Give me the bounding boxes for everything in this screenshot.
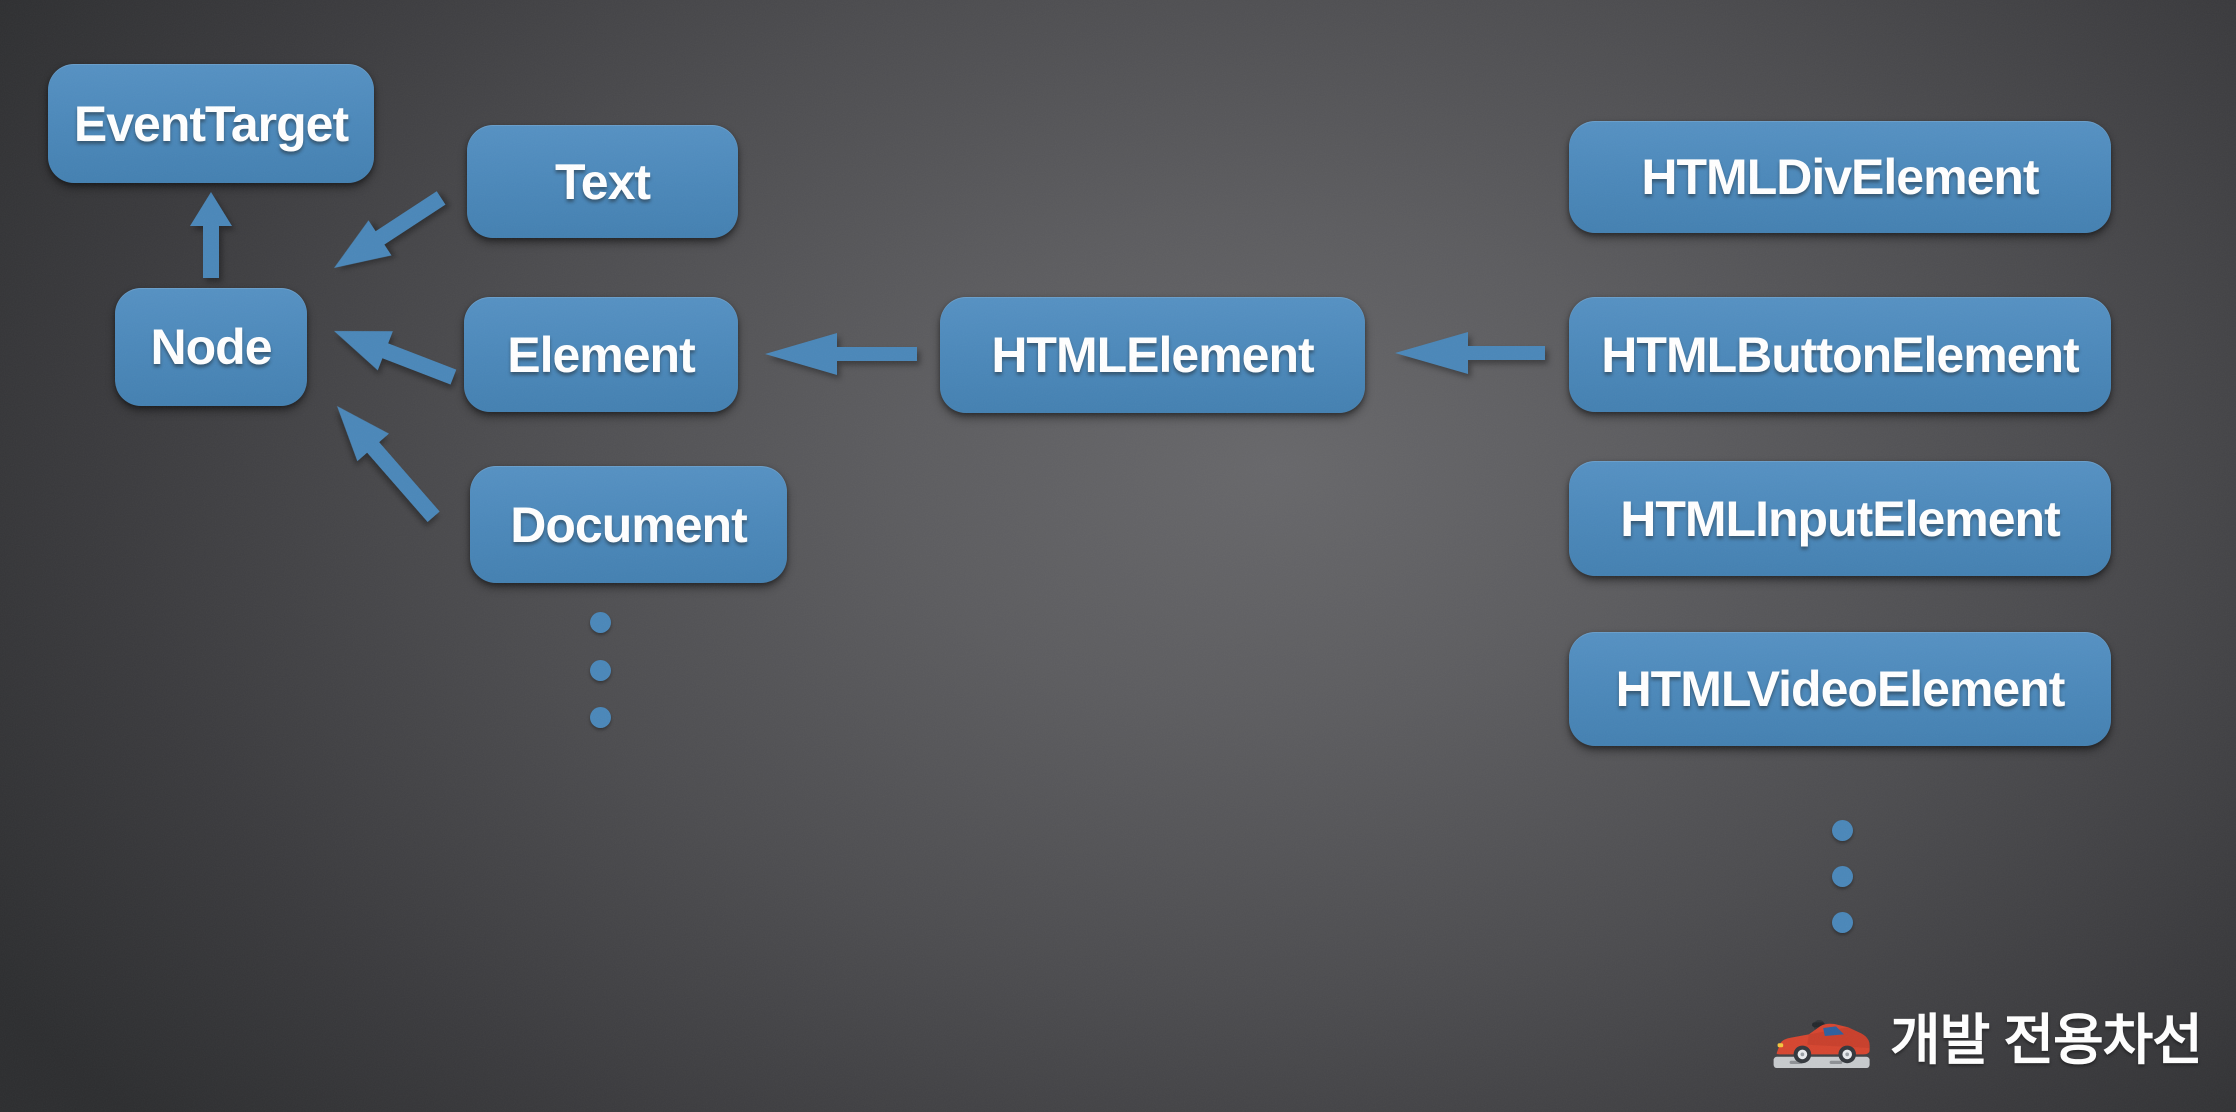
arrow-element-to-node <box>334 331 457 385</box>
class-box-text: Text <box>467 125 738 238</box>
arrow-htmlbuttonelement-to-htmlelement <box>1395 332 1545 374</box>
class-label-htmlinputelement: HTMLInputElement <box>1620 490 2061 547</box>
class-box-htmlbuttonelement: HTMLButtonElement <box>1569 297 2111 412</box>
class-box-document: Document <box>470 466 787 583</box>
class-label-text: Text <box>554 153 651 210</box>
ellipsis-dot <box>590 612 611 633</box>
ellipsis-dot <box>590 707 611 728</box>
class-label-htmlvideoelement: HTMLVideoElement <box>1615 661 2066 717</box>
class-box-eventtarget: EventTarget <box>48 64 374 183</box>
class-label-htmlelement: HTMLElement <box>991 327 1314 383</box>
class-box-htmlelement: HTMLElement <box>940 297 1365 413</box>
arrow-node-to-eventtarget <box>190 192 232 278</box>
arrow-htmlelement-to-element <box>765 333 917 375</box>
ellipsis-dot <box>1832 866 1853 887</box>
class-label-eventtarget: EventTarget <box>73 95 349 152</box>
ellipsis-dot <box>1832 820 1853 841</box>
watermark: 개발 전용차선 <box>1772 1008 2203 1072</box>
class-box-htmlvideoelement: HTMLVideoElement <box>1569 632 2111 746</box>
class-label-node: Node <box>150 319 273 375</box>
watermark-text: 개발 전용차선 <box>1890 1009 2203 1071</box>
ellipsis-dot <box>590 660 611 681</box>
arrow-document-to-node <box>337 406 440 523</box>
arrow-text-to-node <box>334 191 446 268</box>
class-label-htmlbuttonelement: HTMLButtonElement <box>1601 326 2079 383</box>
class-box-htmldivelement: HTMLDivElement <box>1569 121 2111 233</box>
class-box-htmlinputelement: HTMLInputElement <box>1569 461 2111 576</box>
class-label-htmldivelement: HTMLDivElement <box>1641 149 2039 205</box>
class-label-document: Document <box>510 496 747 553</box>
class-box-node: Node <box>115 288 307 406</box>
class-box-element: Element <box>464 297 738 412</box>
ellipsis-dot <box>1832 912 1853 933</box>
class-label-element: Element <box>507 326 696 383</box>
racing-car-icon <box>1773 1020 1870 1068</box>
